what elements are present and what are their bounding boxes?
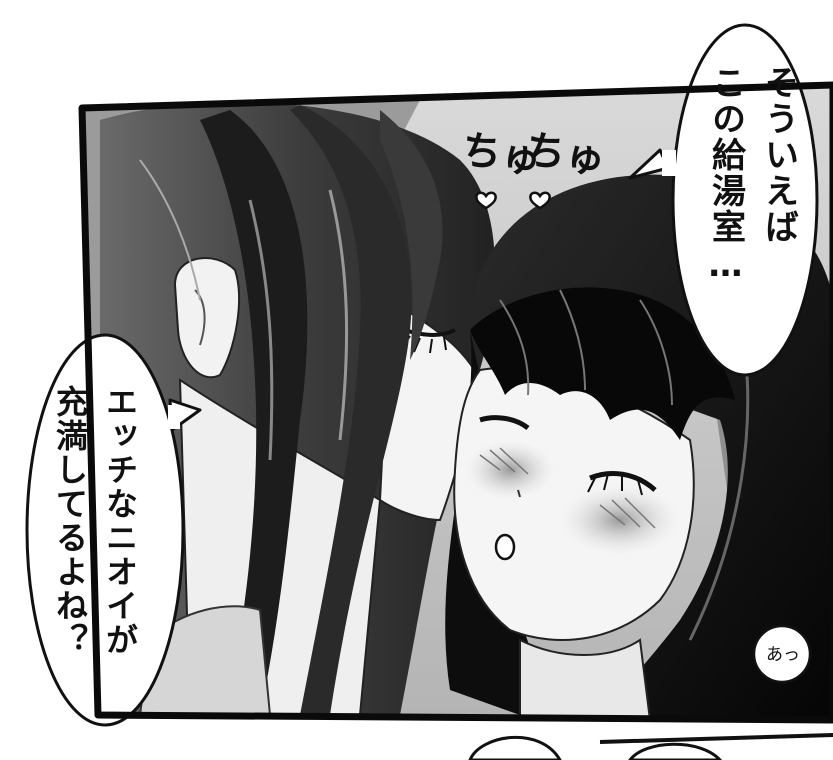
sfx-chu-2: ちゅ: [522, 126, 609, 184]
heart-icon: [529, 191, 551, 210]
heart-icon: [475, 191, 497, 210]
panel-border: [78, 81, 833, 724]
sfx-a: あっ: [766, 645, 800, 665]
speech-text-left-line-1: エッチなニオイが: [101, 385, 139, 657]
speech-text-top-right-line-2: この給湯室…: [705, 65, 746, 287]
heart-icons: [475, 191, 551, 210]
speech-text-top-right-line-1: そういえば: [758, 65, 799, 245]
small-bubble: [752, 624, 812, 684]
speech-bubble-left: [25, 333, 202, 727]
speech-bubble-top-right: [628, 23, 819, 377]
speech-text-left-line-2: 充満してるよね？: [51, 385, 89, 657]
next-panel-bubbles: [468, 733, 833, 760]
